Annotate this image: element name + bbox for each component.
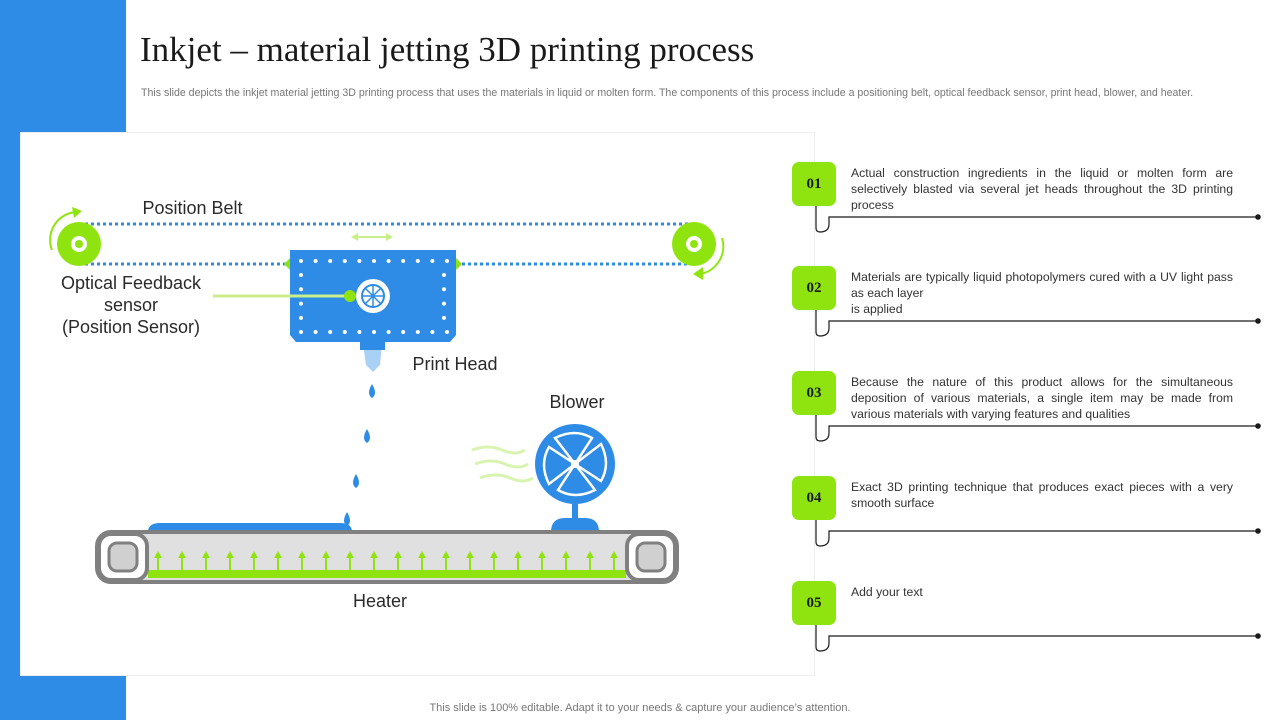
position-belt: [49, 207, 725, 280]
step-number-badge: 03: [792, 371, 836, 415]
step-text: Exact 3D printing technique that produce…: [851, 480, 1233, 510]
rotation-arrow-icon: [49, 211, 77, 251]
heater: [95, 523, 679, 584]
step-text: Materials are typically liquid photopoly…: [851, 270, 1233, 316]
position-belt-label: Position Belt: [142, 198, 243, 218]
step-number-badge: 01: [792, 162, 836, 206]
heater-label: Heater: [352, 591, 408, 611]
slide-footer: This slide is 100% editable. Adapt it to…: [429, 702, 851, 714]
nozzle: [363, 344, 382, 372]
step-item: 02 Materials are typically liquid photop…: [792, 266, 1280, 346]
step-number-badge: 02: [792, 266, 836, 310]
inkjet-diagram: [49, 207, 725, 584]
printed-part: [148, 523, 352, 532]
print-head-label: Print Head: [412, 354, 498, 374]
blower-fan-icon: [471, 424, 615, 532]
print-head: [290, 250, 456, 372]
step-number-badge: 05: [792, 581, 836, 625]
ink-droplets: [344, 384, 375, 526]
slide-title: Inkjet – material jetting 3D printing pr…: [140, 30, 755, 69]
step-text: Because the nature of this product allow…: [851, 375, 1233, 421]
rotation-arrow-icon: [699, 237, 725, 275]
blower-label: Blower: [549, 392, 605, 412]
step-number-badge: 04: [792, 476, 836, 520]
step-item: 04 Exact 3D printing technique that prod…: [792, 476, 1280, 556]
step-item: 03 Because the nature of this product al…: [792, 371, 1280, 451]
optical-feedback-sensor: [213, 290, 356, 302]
optical-sensor-label: Optical Feedback sensor (Position Sensor…: [60, 273, 202, 337]
step-item: 01 Actual construction ingredients in th…: [792, 162, 1280, 242]
slide-subtitle: This slide depicts the inkjet material j…: [141, 87, 1194, 99]
step-item: 05 Add your text: [792, 581, 1280, 661]
step-text: Actual construction ingredients in the l…: [851, 166, 1233, 212]
double-arrow-icon: [351, 233, 393, 241]
step-text: Add your text: [851, 585, 923, 599]
